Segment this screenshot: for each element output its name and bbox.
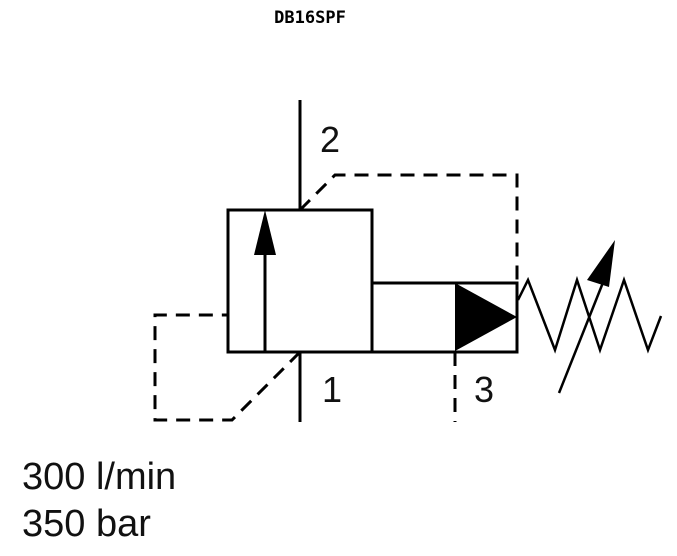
drain-line — [153, 313, 302, 422]
pilot-line-top — [298, 173, 519, 282]
adjust-arrow-head — [587, 240, 615, 287]
port-2-label: 2 — [320, 119, 340, 160]
port-1-label: 1 — [322, 369, 342, 410]
flow-arrow-head — [254, 210, 276, 255]
spring-icon — [516, 275, 663, 354]
pressure-spec: 350 bar — [22, 503, 151, 545]
diagram-title: DB16SPF — [274, 8, 346, 28]
adjust-arrow-line — [557, 279, 606, 394]
flow-spec: 300 l/min — [22, 456, 177, 498]
pilot-triangle — [455, 283, 517, 351]
valve-body — [226, 208, 374, 354]
pilot-chamber — [370, 281, 519, 354]
port-3-label: 3 — [474, 369, 494, 410]
